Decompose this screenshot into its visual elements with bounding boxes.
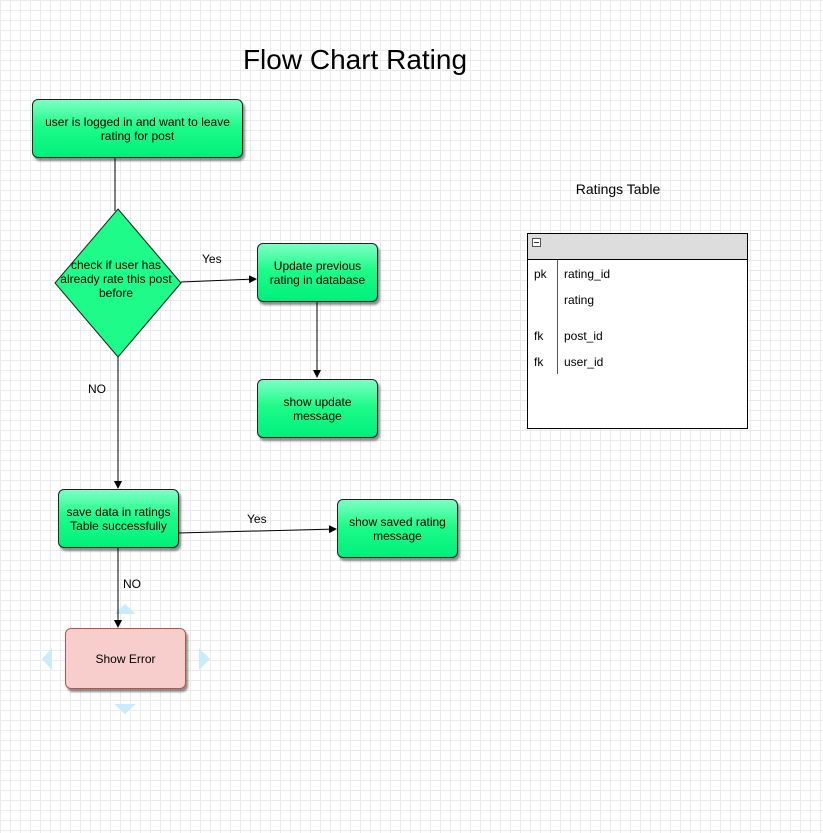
error-node-label: Show Error	[95, 651, 156, 666]
table-divider	[557, 260, 558, 374]
update-node[interactable]: Update previous rating in database	[257, 243, 378, 302]
error-node[interactable]: Show Error	[65, 628, 186, 689]
table-row-key: fk	[534, 329, 544, 343]
decision-label: check if user has already rate this post…	[60, 258, 172, 300]
save-node[interactable]: save data in ratings Table successfully	[58, 489, 179, 548]
table-row-field: user_id	[564, 355, 604, 369]
edge-label-decision-no: NO	[88, 382, 106, 396]
show-update-node[interactable]: show update message	[257, 379, 378, 438]
save-node-label: save data in ratings Table successfully	[66, 504, 171, 533]
table-row-field: rating_id	[564, 267, 611, 281]
show-update-node-label: show update message	[283, 394, 352, 423]
table-row-field: post_id	[564, 329, 603, 343]
handle-left-icon[interactable]	[42, 648, 52, 670]
table-row-key: fk	[534, 355, 544, 369]
start-node[interactable]: user is logged in and want to leave rati…	[32, 99, 243, 158]
edge-decision-yes	[180, 275, 257, 284]
table-title: Ratings Table	[575, 181, 661, 197]
handle-down-icon[interactable]	[114, 704, 136, 714]
handle-right-icon[interactable]	[199, 648, 210, 670]
show-saved-node-label: show saved rating message	[349, 514, 446, 543]
edge-label-save-yes: Yes	[247, 512, 267, 526]
selection-handles[interactable]	[42, 604, 210, 714]
show-saved-node[interactable]: show saved rating message	[337, 499, 458, 558]
handle-up-icon[interactable]	[114, 604, 136, 614]
collapse-icon[interactable]	[532, 238, 541, 247]
edge-label-decision-yes: Yes	[202, 252, 222, 266]
edge-label-save-no: NO	[123, 577, 141, 591]
edge-save-yes	[177, 525, 337, 534]
table-row-field: rating	[564, 293, 595, 307]
table-row-key: pk	[534, 267, 547, 281]
update-node-label: Update previous rating in database	[269, 258, 366, 287]
table-header	[528, 234, 747, 260]
ratings-table[interactable]: pk rating_id rating fk post_id fk user_i…	[527, 233, 748, 429]
start-node-label: user is logged in and want to leave rati…	[45, 114, 230, 143]
page-title: Flow Chart Rating	[242, 44, 468, 75]
